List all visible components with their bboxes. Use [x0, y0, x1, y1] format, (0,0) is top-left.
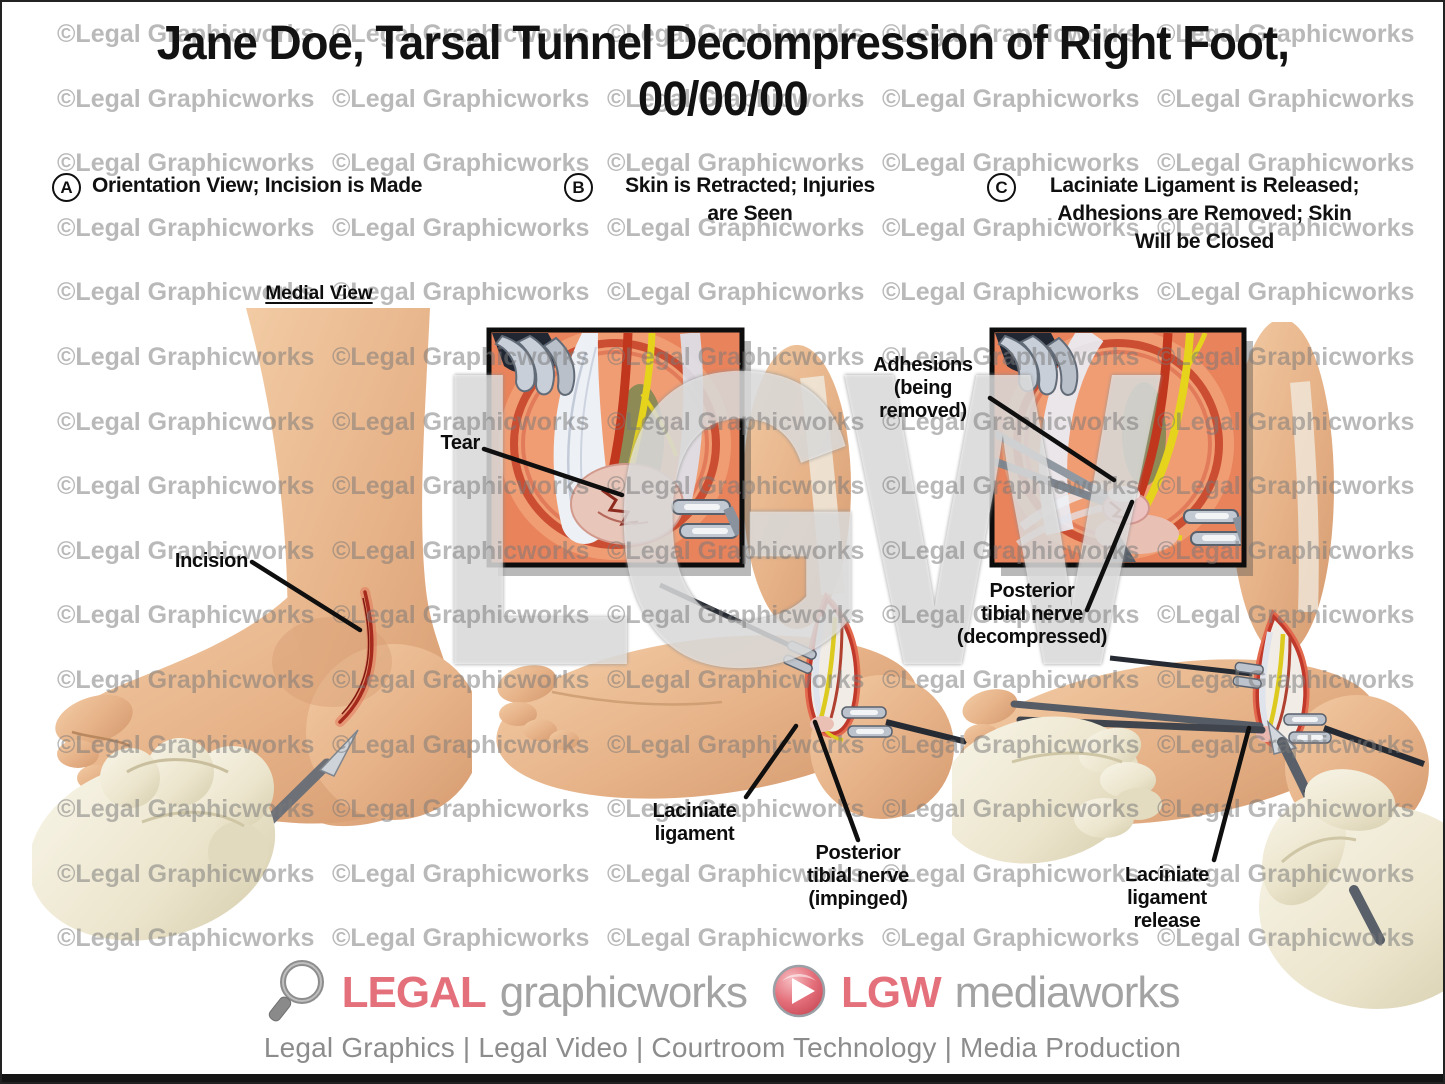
title-line-1: Jane Doe, Tarsal Tunnel Decompression of… [156, 17, 1289, 70]
section-header-b: B Skin is Retracted; Injuries are Seen [564, 172, 896, 228]
watermark-text: ©Legal Graphicworks [57, 213, 315, 242]
gloved-hand [32, 738, 276, 941]
posterior-tibial-nerve-impinged-label: Posterior tibial nerve (impinged) [807, 842, 909, 910]
section-letter-b: B [564, 173, 593, 202]
section-header-c: C Laciniate Ligament is Released; Adhesi… [987, 172, 1382, 256]
tear-label: Tear [440, 432, 480, 454]
retracted-wound [804, 591, 861, 742]
surgical-inset [486, 327, 751, 576]
retractor-right [1283, 713, 1426, 767]
heel [306, 644, 472, 820]
section-c-heading-line1: Laciniate Ligament is Released; [1049, 174, 1360, 197]
play-icon [771, 963, 827, 1024]
brand-mediaworks: mediaworks [954, 968, 1181, 1017]
section-c-heading-line3: Will be Closed [1134, 230, 1275, 253]
tibial-nerve [817, 616, 838, 723]
nerve [1135, 333, 1194, 521]
brand-legal: LEGAL [341, 968, 487, 1017]
panel-a-illustration [32, 308, 472, 941]
watermark-text: ©Legal Graphicworks [1157, 278, 1415, 307]
surgical-inset [989, 327, 1253, 576]
section-letter-c: C [987, 173, 1016, 202]
footer-tagline: Legal Graphics | Legal Video | Courtroom… [263, 1032, 1182, 1063]
gloved-hand-right [1259, 769, 1443, 1009]
adhesions-label: Adhesions (being removed) [873, 354, 973, 422]
retractor-top [658, 582, 817, 674]
title-line-2: 00/00/00 [637, 73, 809, 126]
incision-mark [335, 587, 377, 727]
watermark-text: ©Legal Graphicworks [607, 278, 865, 307]
panel-c-illustration [952, 322, 1443, 1009]
medial-view-label: Medial View [265, 283, 373, 304]
section-a-heading: Orientation View; Incision is Made [92, 174, 423, 197]
laciniate-ligament-release-label: Laciniate ligament release [1125, 864, 1209, 932]
watermark-text: ©Legal Graphicworks [332, 213, 590, 242]
section-header-a: A Orientation View; Incision is Made [52, 172, 422, 202]
magnifier-icon [266, 958, 328, 1029]
laciniate-ligament-label: Laciniate ligament [652, 800, 737, 845]
section-letter-a: A [52, 173, 81, 202]
tendon-band [1290, 381, 1319, 613]
tendon-band [800, 375, 845, 595]
posterior-tibial-nerve-decompressed-label: Posterior tibial nerve (decompressed) [956, 580, 1108, 648]
brand-graphicworks: graphicworks [499, 968, 748, 1017]
panel-b-illustration [486, 327, 1049, 819]
section-b-heading-line2: are Seen [707, 202, 793, 225]
brand-lgw: LGW [840, 968, 942, 1017]
incision-label: Incision [174, 550, 248, 572]
section-c-heading-line2: Adhesions are Removed; Skin [1057, 202, 1352, 225]
bottom-border-bar [2, 1074, 1443, 1082]
section-b-heading-line1: Skin is Retracted; Injuries [625, 174, 875, 197]
watermark-text: ©Legal Graphicworks [882, 278, 1140, 307]
gloved-hand-left [952, 716, 1162, 864]
toes [497, 665, 723, 750]
footer-logo: LEGAL graphicworks LGW mediaworks [2, 958, 1443, 1029]
page-title: Jane Doe, Tarsal Tunnel Decompression of… [2, 16, 1443, 128]
retractor-top [1109, 655, 1264, 690]
torn-tissue [570, 463, 684, 545]
artery [1131, 333, 1173, 506]
